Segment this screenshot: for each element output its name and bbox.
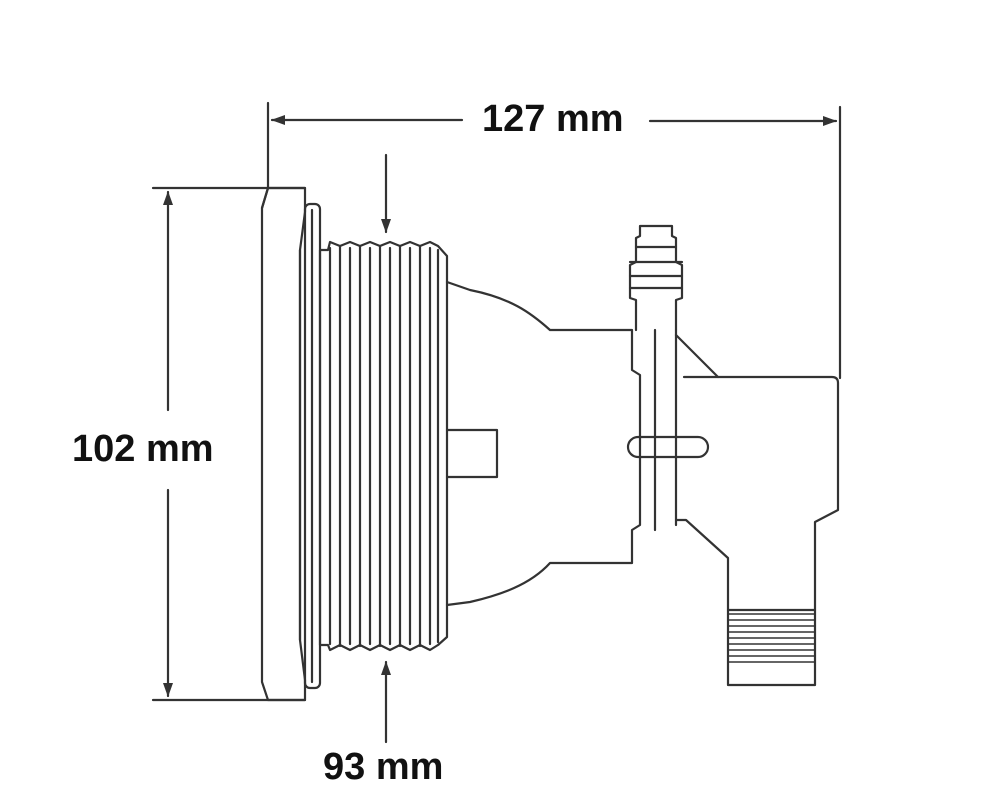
tube-collar: [626, 435, 710, 459]
air-inlet: [628, 224, 684, 332]
dimension-label-thread: 93 mm: [323, 746, 444, 788]
thread-ridges: [328, 244, 440, 648]
body-tab: [445, 428, 499, 479]
water-inlet-elbow: [674, 333, 840, 687]
dimension-label-flange: 102 mm: [72, 428, 214, 470]
dimension-label-length: 127 mm: [482, 98, 624, 140]
flange: [260, 186, 307, 702]
pipe-threads: [727, 613, 816, 663]
housing: [445, 280, 642, 607]
